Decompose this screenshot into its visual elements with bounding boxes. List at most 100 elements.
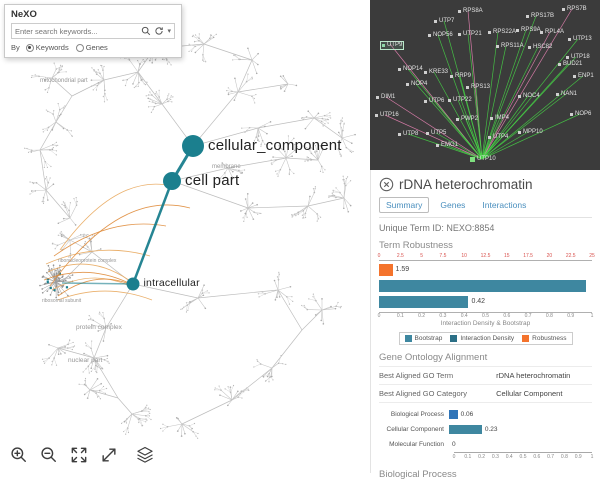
node-label: DIM1 [381, 94, 395, 101]
node-label: UTP10 [477, 156, 496, 163]
network-node-emg1[interactable]: EMG1 [436, 142, 458, 149]
tab-genes[interactable]: Genes [434, 198, 471, 212]
tree-node-label-intracellular[interactable]: intracellular [144, 277, 200, 289]
node-label: RPS8A [463, 8, 483, 15]
node-marker [458, 10, 461, 13]
network-node-kre33[interactable]: KRE33 [424, 69, 448, 76]
go-table-key: Best Aligned GO Category [379, 389, 496, 398]
tab-summary[interactable]: Summary [379, 197, 429, 213]
network-node-rps7b[interactable]: RPS7B [562, 6, 587, 13]
network-node-enp1[interactable]: ENP1 [573, 73, 594, 80]
detail-tabs: Summary Genes Interactions [379, 197, 592, 218]
top-axis-tick: 10 [461, 253, 467, 259]
network-node-utp9[interactable]: UTP9 [380, 41, 404, 50]
network-node-nop6[interactable]: NOP6 [570, 111, 591, 118]
zoom-selection-button[interactable] [98, 444, 119, 465]
network-node-nop56[interactable]: NOP56 [428, 32, 453, 39]
network-node-rps11a[interactable]: RPS11A [496, 43, 524, 50]
network-node-rrp9[interactable]: RRP9 [450, 73, 471, 80]
layers-button[interactable] [134, 444, 155, 465]
go-axis-tick: 0.9 [575, 454, 582, 460]
network-node-rpl4a[interactable]: RPL4A [540, 29, 564, 36]
fit-to-screen-button[interactable] [68, 444, 89, 465]
legend-item: Bootstrap [405, 335, 443, 342]
node-marker [424, 71, 427, 74]
search-mode-genes[interactable]: Genes [76, 43, 108, 52]
node-label: UTP7 [439, 18, 454, 25]
network-node-dim1[interactable]: DIM1 [376, 94, 395, 101]
go-chart-category: Cellular Component [379, 426, 449, 433]
zoom-in-button[interactable] [8, 444, 29, 465]
network-node-rps22a[interactable]: RPS22A [488, 29, 516, 36]
top-axis-tick: 15 [504, 253, 510, 259]
network-node-utp16[interactable]: UTP16 [375, 112, 399, 119]
search-mode-keywords[interactable]: Keywords [26, 43, 69, 52]
bottom-axis-tick: 0.8 [546, 313, 553, 319]
network-node-pwp2[interactable]: PWP2 [456, 116, 478, 123]
node-label: ENP1 [578, 73, 594, 80]
top-axis-tick: 2.5 [397, 253, 404, 259]
chevron-down-icon[interactable]: ▾ [167, 27, 171, 35]
top-axis-tick: 20 [547, 253, 553, 259]
zoom-out-button[interactable] [38, 444, 59, 465]
bar-value-label: 0.42 [471, 296, 485, 308]
bottom-axis-tick: 1 [591, 313, 594, 319]
unique-term-id: Unique Term ID: NEXO:8854 [379, 223, 592, 233]
network-node-rps9a[interactable]: RPS9A [516, 27, 541, 34]
network-node-bud21[interactable]: BUD21 [558, 61, 582, 68]
network-node-rps17b[interactable]: RPS17B [526, 13, 554, 20]
network-node-nop4[interactable]: NOP4 [406, 81, 427, 88]
network-node-rps13[interactable]: RPS13 [466, 84, 490, 91]
radio-label: Genes [86, 43, 108, 52]
node-label: NOP6 [575, 111, 591, 118]
tree-node-label-cell-part[interactable]: cell part [185, 172, 239, 189]
close-icon[interactable] [379, 177, 394, 192]
node-label: UTP9 [387, 42, 402, 49]
network-node-utp13[interactable]: UTP13 [568, 36, 592, 43]
network-node-hsc82[interactable]: HSC82 [528, 44, 552, 51]
tree-node-label-cellular-component[interactable]: cellular_component [208, 137, 342, 154]
node-marker [448, 99, 451, 102]
reset-search-icon[interactable] [154, 26, 164, 36]
node-label: MPP10 [523, 129, 543, 136]
network-node-imp4[interactable]: IMP4 [490, 115, 509, 122]
network-node-utp21[interactable]: UTP21 [458, 31, 482, 38]
legend-label: Interaction Density [460, 335, 514, 342]
network-node-utp4[interactable]: UTP4 [488, 134, 508, 141]
node-marker [398, 68, 401, 71]
bottom-axis-tick: 0.4 [461, 313, 468, 319]
network-node-utp8[interactable]: UTP8 [398, 131, 418, 138]
node-label: NOP14 [403, 66, 423, 73]
node-marker [570, 113, 573, 116]
network-node-nan1[interactable]: NAN1 [556, 91, 577, 98]
go-alignment-heading: Gene Ontology Alignment [379, 352, 592, 363]
tab-interactions[interactable]: Interactions [476, 198, 532, 212]
search-input[interactable] [15, 27, 138, 36]
go-axis-tick: 0.5 [520, 454, 527, 460]
network-node-utp22[interactable]: UTP22 [448, 97, 472, 104]
network-node-rps8a[interactable]: RPS8A [458, 8, 483, 15]
go-table-key: Best Aligned GO Term [379, 371, 496, 380]
go-axis-tick: 1 [591, 454, 594, 460]
network-node-nop14[interactable]: NOP14 [398, 66, 423, 73]
network-node-utp6[interactable]: UTP6 [424, 98, 444, 105]
network-node-utp10[interactable]: UTP10 [470, 156, 496, 163]
radio-label: Keywords [36, 43, 69, 52]
network-node-utp18[interactable]: UTP18 [566, 54, 590, 61]
network-node-utp7[interactable]: UTP7 [434, 18, 454, 25]
search-icon[interactable] [141, 26, 151, 36]
radio-icon[interactable] [26, 44, 34, 52]
node-marker [496, 45, 499, 48]
network-node-noc4[interactable]: NOC4 [518, 93, 540, 100]
radio-icon[interactable] [76, 44, 84, 52]
network-node-mpp10[interactable]: MPP10 [518, 129, 543, 136]
top-axis-tick: 22.5 [566, 253, 576, 259]
go-chart-value: 0 [452, 440, 456, 449]
legend-item: Interaction Density [450, 335, 514, 342]
network-node-utp5[interactable]: UTP5 [426, 130, 446, 137]
